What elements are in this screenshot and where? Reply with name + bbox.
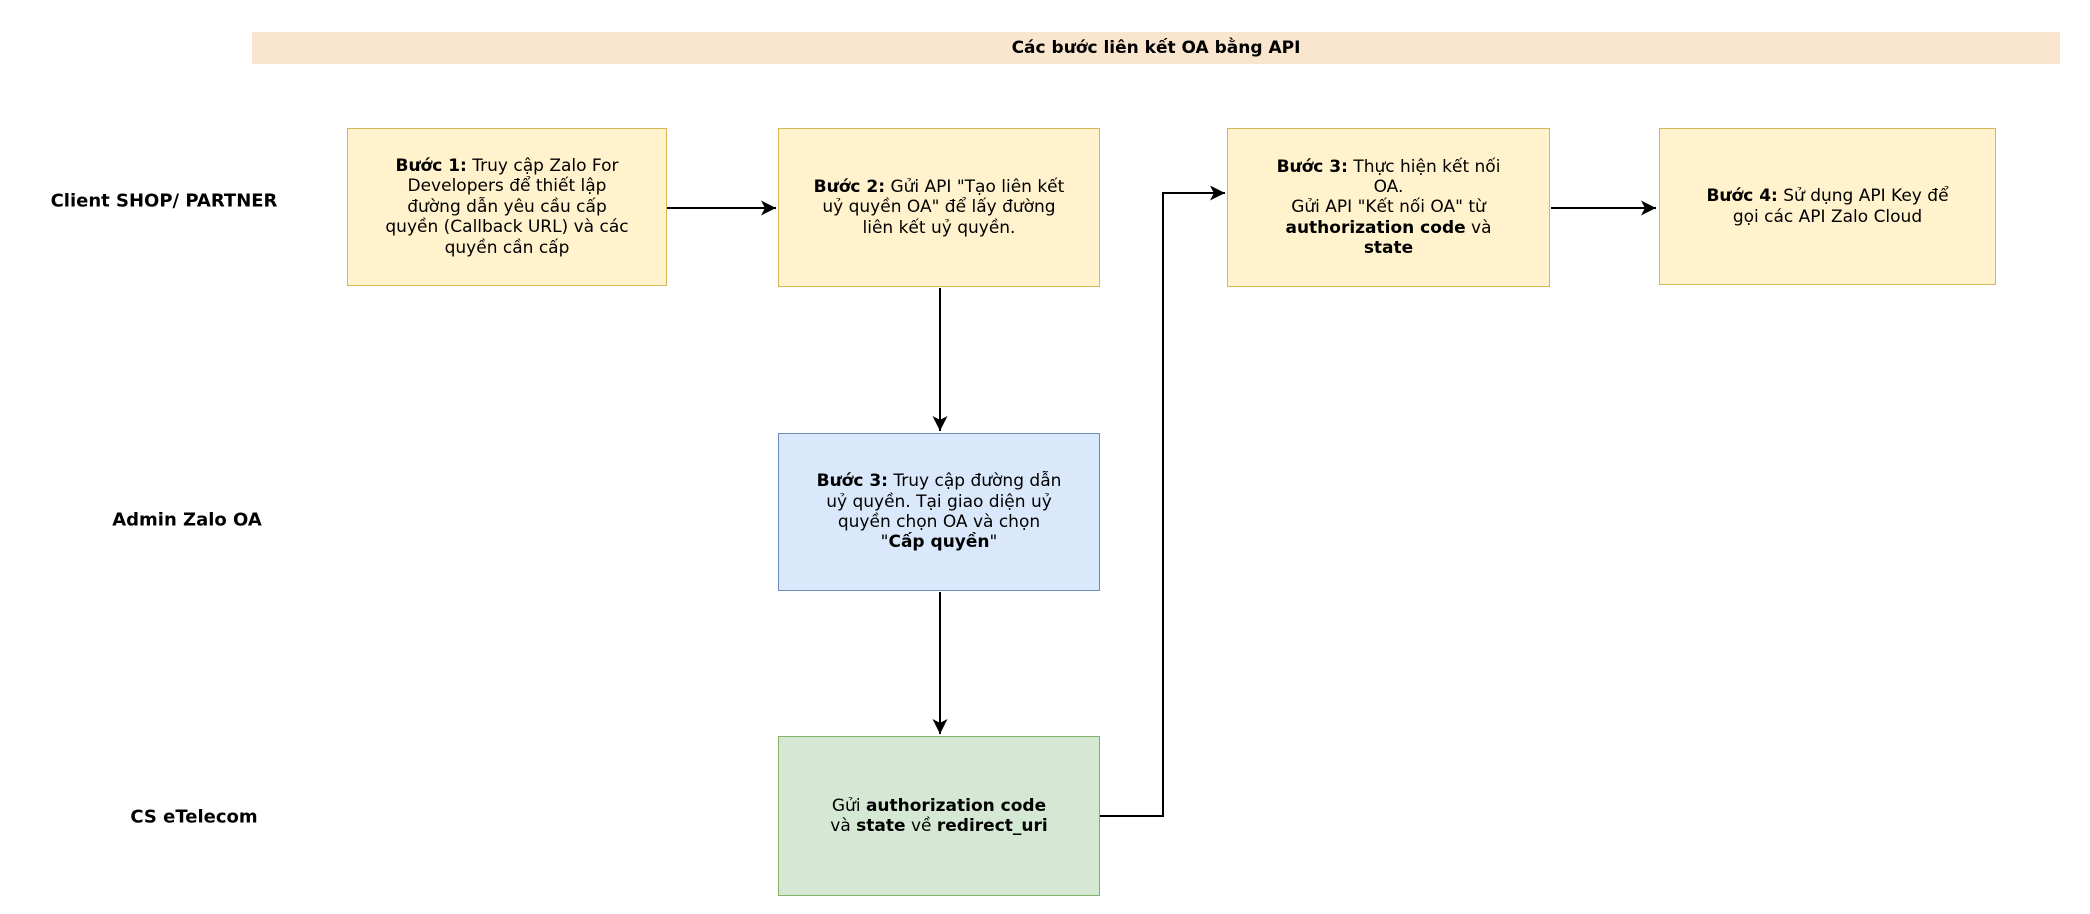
flow-node-cs-send: Gửi authorization code và state về redir…: [778, 736, 1100, 896]
lane-label-admin-zalo-oa: Admin Zalo OA: [112, 509, 262, 531]
lane-label-client-shop-partner: Client SHOP/ PARTNER: [50, 190, 278, 212]
flow-node-step2: Bước 2: Gửi API "Tạo liên kết uỷ quyền O…: [778, 128, 1100, 287]
diagram-title-bar: Các bước liên kết OA bằng API: [252, 32, 2060, 64]
lane-label-cs-etelecom: CS eTelecom: [130, 806, 258, 828]
diagram-title: Các bước liên kết OA bằng API: [1011, 38, 1301, 58]
flow-node-step3-admin: Bước 3: Truy cập đường dẫn uỷ quyền. Tại…: [778, 433, 1100, 591]
arrow-cs-to-step3-connect: [1100, 185, 1225, 817]
flow-node-step3-connect: Bước 3: Thực hiện kết nối OA. Gửi API "K…: [1227, 128, 1550, 287]
flow-node-step4: Bước 4: Sử dụng API Key để gọi các API Z…: [1659, 128, 1996, 285]
flow-node-step1: Bước 1: Truy cập Zalo For Developers để …: [347, 128, 667, 286]
